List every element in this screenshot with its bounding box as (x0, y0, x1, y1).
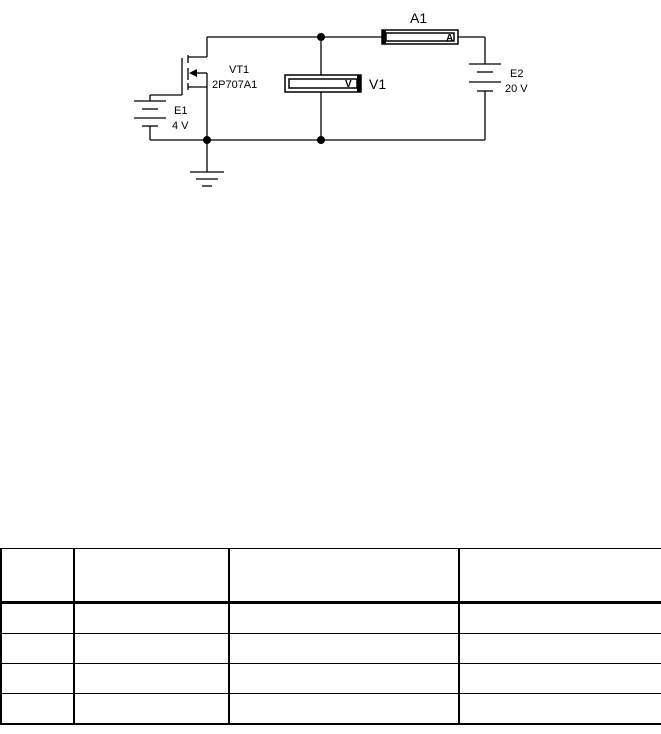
junction-dots (203, 33, 325, 144)
table-cell (228, 633, 460, 664)
table-cell (228, 693, 460, 725)
table-cell (228, 602, 460, 634)
header-cell (228, 548, 460, 604)
header-cell (0, 548, 75, 604)
ammeter-glyph: A (446, 33, 453, 44)
table-cell (73, 602, 230, 634)
voltmeter-glyph: V (345, 79, 352, 90)
table-row (0, 602, 661, 634)
battery-e2 (469, 63, 501, 92)
circuit-diagram: A V A1 V1 VT1 2P707A1 E1 4 V E2 20 V (134, 10, 528, 187)
table-header-row (0, 548, 661, 604)
header-cell (73, 548, 230, 604)
ground-icon (190, 171, 224, 187)
header-cell (458, 548, 661, 604)
table-cell (0, 693, 75, 725)
table-row (0, 633, 661, 664)
ammeter-a1: A (381, 29, 459, 45)
source2-value-label: 20 V (505, 83, 528, 95)
table-cell (0, 602, 75, 634)
ammeter-label: A1 (410, 10, 427, 26)
table-cell (73, 633, 230, 664)
table-cell (458, 633, 661, 664)
table-cell (0, 633, 75, 664)
transistor-vt1 (181, 55, 208, 95)
source1-ref-label: E1 (174, 105, 187, 117)
transistor-ref-label: VT1 (229, 64, 249, 76)
table-row (0, 663, 661, 694)
table-row (0, 693, 661, 725)
voltmeter-label: V1 (369, 76, 386, 92)
battery-e1 (134, 100, 166, 127)
table-cell (228, 663, 460, 694)
results-table (0, 548, 661, 725)
voltmeter-v1: V (284, 74, 362, 93)
source2-ref-label: E2 (510, 68, 523, 80)
table-cell (458, 602, 661, 634)
transistor-model-label: 2P707A1 (212, 79, 257, 91)
table-cell (0, 663, 75, 694)
table-cell (458, 663, 661, 694)
table-cell (458, 693, 661, 725)
table-cell (73, 693, 230, 725)
table-cell (73, 663, 230, 694)
source1-value-label: 4 V (172, 120, 189, 132)
